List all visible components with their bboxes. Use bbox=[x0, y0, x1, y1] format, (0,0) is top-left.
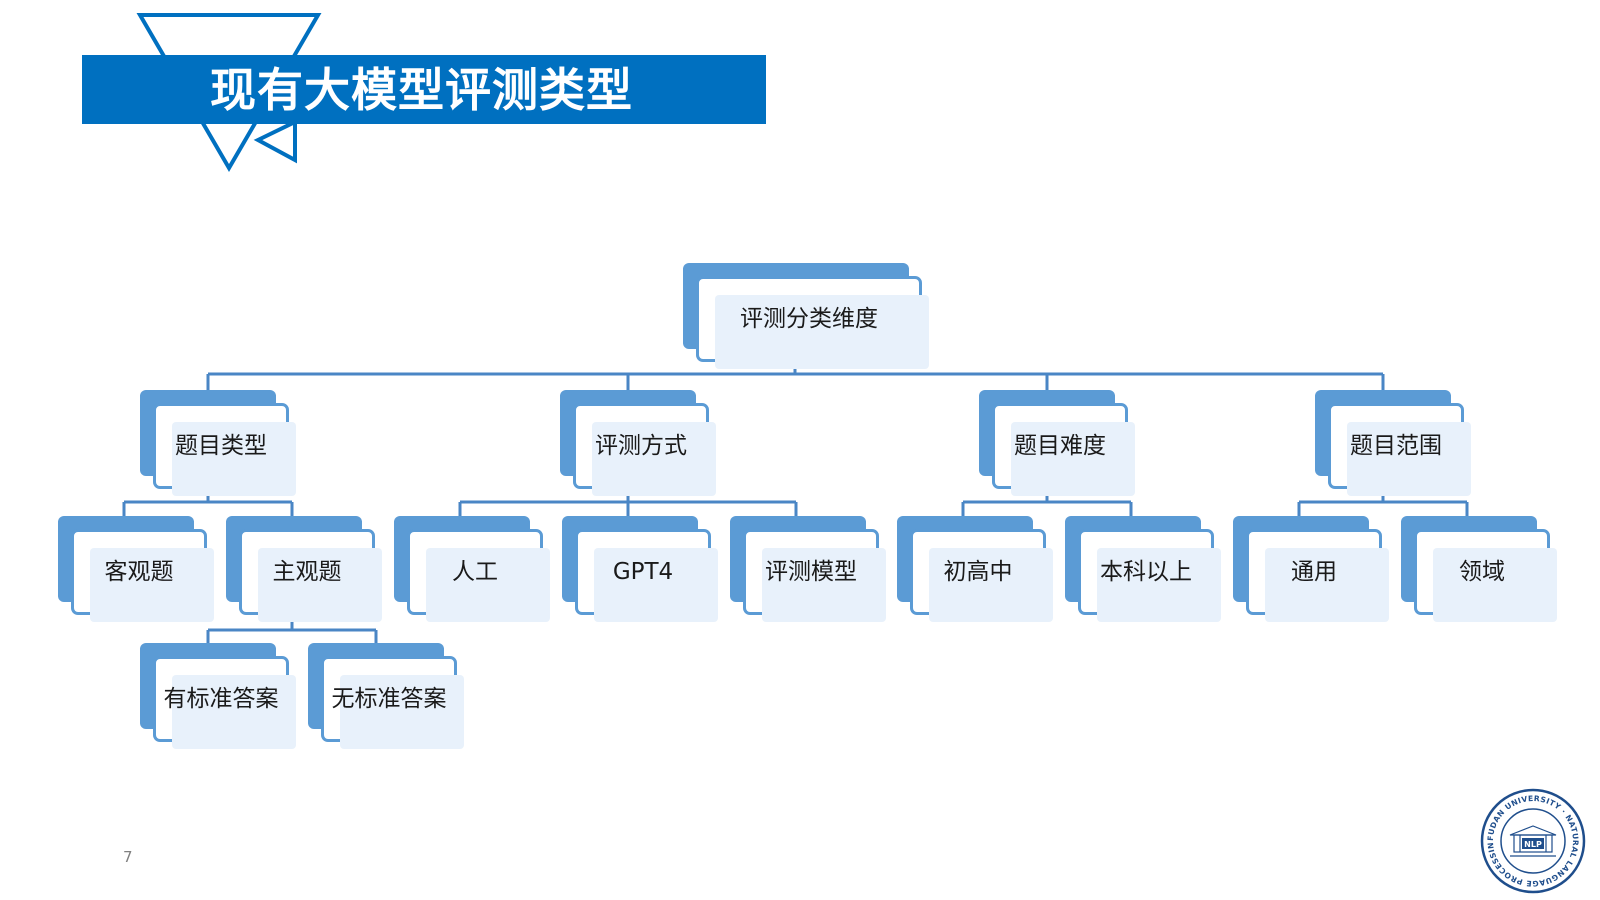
page-number: 7 bbox=[123, 848, 133, 866]
subjective-connector bbox=[206, 616, 378, 646]
node-label: 评测模型 bbox=[765, 559, 857, 585]
title-bar bbox=[82, 55, 766, 124]
node-label: 本科以上 bbox=[1100, 559, 1192, 585]
node-label: 无标准答案 bbox=[331, 686, 447, 712]
node-label: GPT4 bbox=[612, 559, 674, 585]
node-label: 客观题 bbox=[104, 559, 174, 585]
node-label: 主观题 bbox=[272, 559, 342, 585]
logo-center-text: NLP bbox=[1524, 840, 1542, 849]
fudan-nlp-logo: FUDAN UNIVERSITY · NATURAL LANGUAGE PROC… bbox=[1480, 788, 1586, 894]
slide-title: 现有大模型评测类型 bbox=[210, 63, 633, 117]
node-label: 评测分类维度 bbox=[740, 306, 878, 332]
small-triangle-outline bbox=[253, 118, 297, 164]
node-label: 题目类型 bbox=[175, 433, 267, 459]
node-label: 人工 bbox=[452, 559, 498, 585]
node-label: 题目难度 bbox=[1014, 433, 1106, 459]
node-label: 评测方式 bbox=[595, 433, 687, 459]
type-connector bbox=[122, 490, 294, 518]
scope-connector bbox=[1297, 490, 1469, 518]
node-label: 领域 bbox=[1459, 559, 1505, 585]
node-label: 初高中 bbox=[943, 559, 1013, 585]
method-connector bbox=[458, 490, 798, 518]
difficulty-connector bbox=[961, 490, 1133, 518]
node-label: 有标准答案 bbox=[163, 686, 279, 712]
node-label: 通用 bbox=[1291, 559, 1337, 585]
node-label: 题目范围 bbox=[1350, 433, 1442, 459]
